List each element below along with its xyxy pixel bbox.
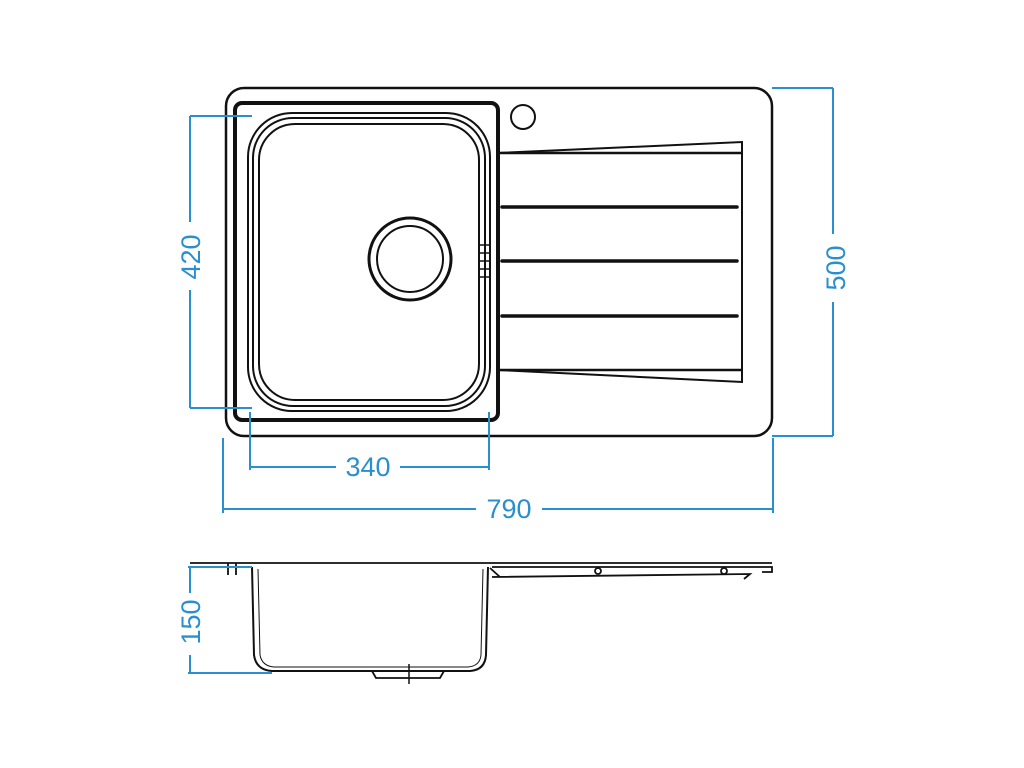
sink-outer-outline (224, 86, 774, 438)
drain-inner (376, 225, 444, 293)
dim-500-label: 500 (821, 245, 851, 290)
dim-340-label: 340 (345, 452, 390, 482)
bowl-frame (233, 101, 500, 422)
side-drainboard-lip (489, 567, 501, 578)
side-hole-2 (720, 567, 728, 575)
side-drainboard-slope (491, 573, 753, 580)
side-deck-lower-right (492, 566, 773, 573)
bowl-rim-outer (247, 112, 491, 412)
drainboard-grooves (500, 205, 739, 318)
side-clip-left (226, 563, 238, 575)
drainboard-outline (497, 140, 743, 384)
bowl-rim-inner (252, 117, 486, 407)
drain-outer (367, 216, 453, 302)
side-drain (371, 670, 445, 679)
side-bowl-inner (257, 568, 484, 668)
bowl-basin (258, 123, 480, 401)
overflow-marks (480, 244, 490, 278)
side-bowl-profile (251, 566, 489, 672)
dim-420-label: 420 (176, 234, 206, 279)
top-view (224, 86, 774, 438)
dim-790-label: 790 (486, 494, 531, 524)
side-view (190, 562, 773, 684)
side-hole-1 (594, 567, 602, 575)
tap-hole (510, 104, 536, 130)
dim-150-label: 150 (176, 599, 206, 644)
